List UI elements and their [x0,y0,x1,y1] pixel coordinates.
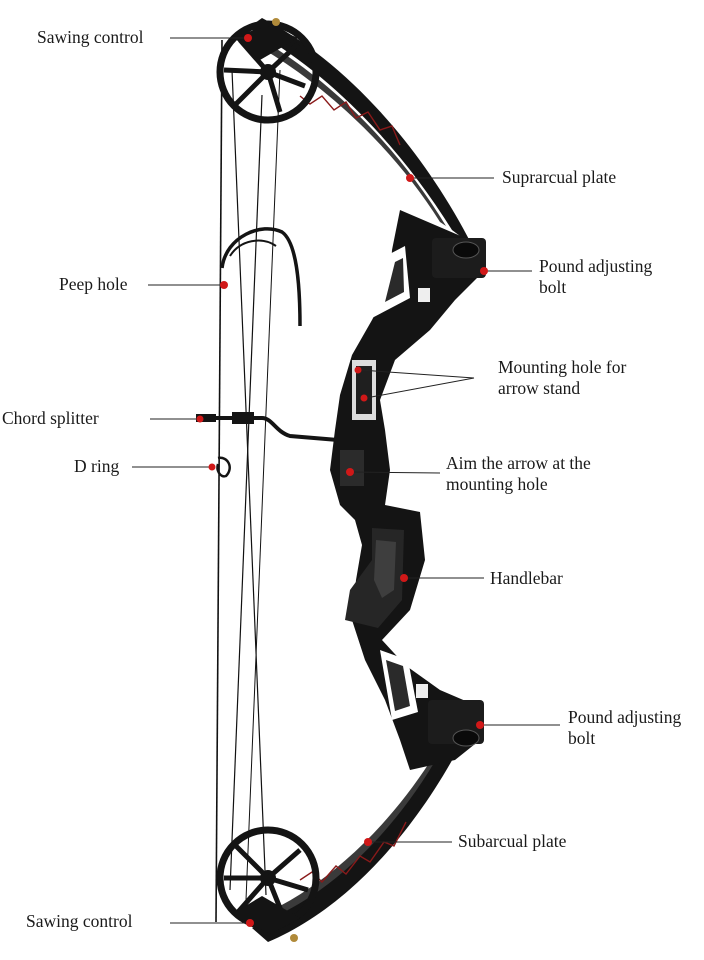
label-subarcual-plate: Subarcual plate [458,831,567,851]
marker-mounting-hole-2 [360,394,368,402]
label-mounting-hole: Mounting hole for arrow stand [498,357,626,399]
label-handlebar: Handlebar [490,568,563,588]
label-line: arrow stand [498,378,581,398]
marker-peep-hole [220,281,228,289]
label-line: bolt [539,277,567,297]
bottom-cam-wheel [216,826,320,942]
marker-handlebar [400,574,408,582]
marker-subarcual-plate [364,838,372,846]
label-line: bolt [568,728,596,748]
label-line: mounting hole [446,474,548,494]
d-ring [216,456,231,478]
label-sawing-control-bottom: Sawing control [26,911,133,931]
label-pound-adjusting-bolt-top: Pound adjusting bolt [539,256,652,298]
label-peep-hole: Peep hole [59,274,128,294]
chord-splitter-rod [196,412,339,442]
marker-suprarcual-plate [406,174,414,182]
marker-sawing-control-bottom [246,919,254,927]
label-sawing-control-top: Sawing control [37,27,144,47]
label-line: Pound adjusting [568,707,682,727]
label-pound-adjusting-bolt-bottom: Pound adjusting bolt [568,707,681,749]
marker-chord-splitter [196,415,204,423]
peep-tubing [220,227,302,327]
marker-sawing-control-top [244,34,252,42]
label-chord-splitter: Chord splitter [2,408,99,428]
red-markers [196,34,488,927]
label-line: Mounting hole for [498,357,627,377]
label-d-ring: D ring [74,456,120,476]
marker-d-ring [208,463,216,471]
marker-pound-bolt-bottom [476,721,484,729]
marker-mounting-hole-1 [354,366,362,374]
riser [330,210,486,770]
marker-pound-bolt-top [480,267,488,275]
top-limb [248,18,472,245]
label-line: Pound adjusting [539,256,653,276]
marker-aim-arrow [346,468,354,476]
leader-lines [132,37,560,924]
label-line: Aim the arrow at the [446,453,591,473]
bow-strings [215,39,281,923]
label-aim-arrow: Aim the arrow at the mounting hole [446,453,591,495]
label-suprarcual-plate: Suprarcual plate [502,167,617,187]
